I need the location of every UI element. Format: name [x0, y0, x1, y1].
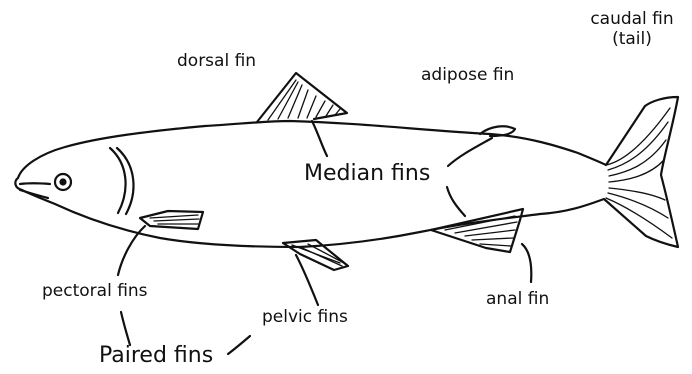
pectoral-fins-label: pectoral fins [42, 282, 148, 302]
fish-mouth [20, 183, 50, 184]
anal-fin-label: anal fin [486, 290, 549, 310]
pelvic-leader-line [296, 255, 318, 305]
dorsal-leader-line [312, 121, 327, 156]
pelvic-fins-label: pelvic fins [262, 308, 348, 328]
paired-to-pelvic-line [228, 336, 250, 354]
median-to-adipose-line [448, 138, 492, 166]
anal-leader-line [522, 244, 531, 282]
fish-gill [110, 148, 126, 213]
median-fins-label: Median fins [304, 161, 430, 186]
dorsal-fin-shape [257, 73, 347, 122]
caudal-fin-label-line2: (tail) [582, 30, 682, 50]
caudal-fin-label: caudal fin (tail) [582, 10, 682, 49]
caudal-fin-label-line1: caudal fin [582, 10, 682, 30]
median-to-anal-line [447, 187, 465, 216]
dorsal-fin-label: dorsal fin [177, 52, 256, 72]
paired-to-pectoral-line [121, 312, 130, 345]
adipose-fin-label: adipose fin [421, 66, 514, 86]
paired-fins-label: Paired fins [99, 343, 213, 368]
